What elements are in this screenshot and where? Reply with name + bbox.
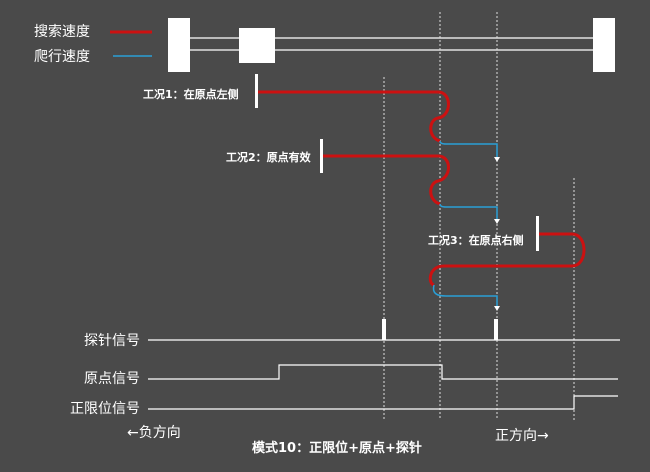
reference-lines xyxy=(383,12,575,420)
negative-direction-label: ←负方向 xyxy=(127,425,181,441)
case2-search-path xyxy=(323,154,450,206)
limit-signal: 正限位信号 xyxy=(70,395,618,417)
case2-label: 工况2：原点有效 xyxy=(226,150,312,164)
case1-crawl-path xyxy=(439,140,498,157)
slider-block xyxy=(239,28,275,63)
case1-trajectory: 工况1：在原点左侧 xyxy=(143,74,500,162)
probe-signal: 探针信号 xyxy=(84,319,620,349)
negative-end-block xyxy=(168,18,190,72)
case2-start-marker xyxy=(320,139,323,173)
legend-crawl-label: 爬行速度 xyxy=(34,49,90,65)
case1-search-path xyxy=(258,90,450,143)
case1-stop-arrow xyxy=(494,157,500,162)
positive-direction-label: 正方向→ xyxy=(495,428,549,444)
probe-pulse-2 xyxy=(494,319,498,340)
limit-signal-label: 正限位信号 xyxy=(70,401,140,417)
probe-pulse-1 xyxy=(382,319,386,340)
case2-stop-arrow xyxy=(494,219,500,224)
case3-search-path xyxy=(428,232,586,287)
case2-crawl-path xyxy=(439,203,498,219)
case3-crawl-path xyxy=(432,284,498,306)
limit-signal-waveform xyxy=(148,395,618,410)
case3-stop-arrow xyxy=(494,306,500,311)
origin-signal-label: 原点信号 xyxy=(84,371,140,387)
diagram-caption: 模式10：正限位+原点+探针 xyxy=(252,440,422,456)
case2-trajectory: 工况2：原点有效 xyxy=(226,139,500,224)
origin-signal: 原点信号 xyxy=(84,364,618,387)
mechanism-rail xyxy=(168,18,615,72)
origin-signal-waveform xyxy=(148,364,618,380)
legend-search-label: 搜索速度 xyxy=(34,23,90,40)
case1-start-marker xyxy=(255,74,258,108)
positive-end-block xyxy=(593,18,615,72)
case3-label: 工况3：在原点右侧 xyxy=(428,233,524,247)
case1-label: 工况1：在原点左侧 xyxy=(143,87,239,101)
legend: 搜索速度 爬行速度 xyxy=(34,23,152,65)
case3-start-marker xyxy=(536,216,539,251)
probe-signal-label: 探针信号 xyxy=(84,333,140,349)
case3-trajectory: 工况3：在原点右侧 xyxy=(428,216,586,311)
